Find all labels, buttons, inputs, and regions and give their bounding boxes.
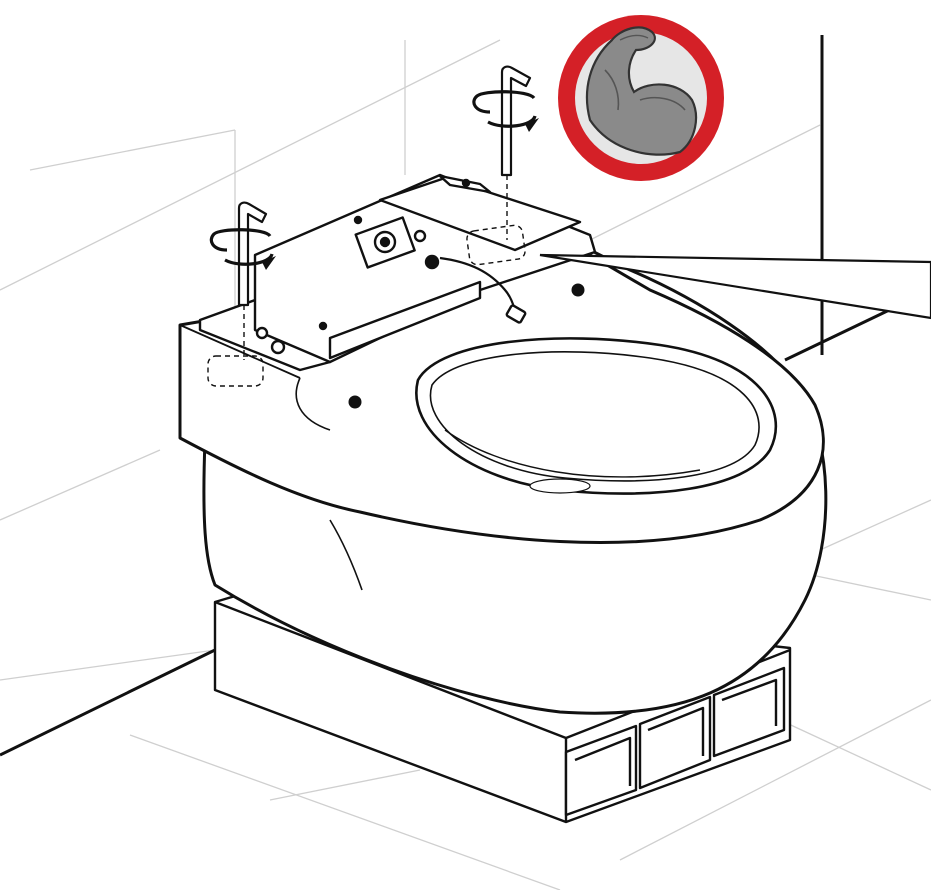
rotation-arrow-icon [472, 90, 539, 132]
hex-key-icon [500, 65, 532, 240]
tile-grid [0, 39, 931, 890]
rotation-arrow-icon [209, 228, 276, 270]
control-unit [198, 173, 597, 387]
strength-warning-icon [558, 15, 724, 181]
callout-pointer [539, 253, 931, 320]
hex-key-icon [237, 201, 268, 360]
